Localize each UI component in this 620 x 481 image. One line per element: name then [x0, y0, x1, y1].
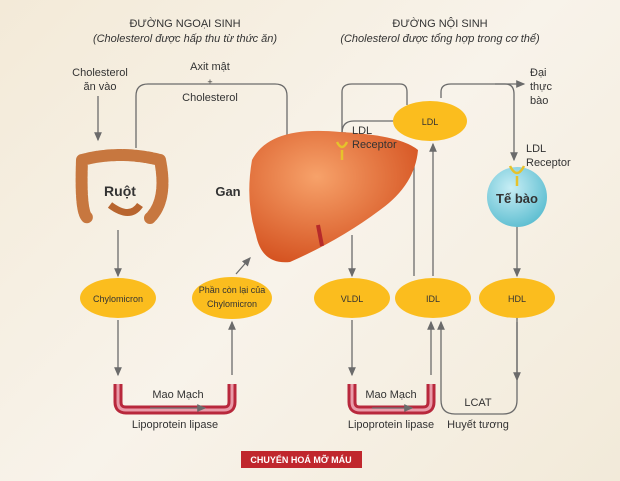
capillary-left-label: Mao Mạch — [152, 389, 203, 401]
capillary-left — [113, 384, 237, 415]
intestine-illustration — [75, 149, 169, 224]
exogenous-subtitle: (Cholesterol được hấp thu từ thức ăn) — [93, 33, 277, 45]
node-hdl: HDL — [479, 278, 555, 318]
plasma-label: Huyết tương — [447, 419, 509, 431]
svg-text:IDL: IDL — [426, 294, 440, 304]
capillary-right-label: Mao Mạch — [365, 389, 416, 401]
bile-cholesterol-label: Cholesterol — [182, 92, 238, 104]
endogenous-subtitle: (Cholesterol được tổng hợp trong cơ thể) — [340, 33, 540, 45]
node-chylomicron: Chylomicron — [80, 278, 156, 318]
dietary-cholesterol-label: Cholesterol — [72, 67, 128, 79]
svg-text:LDL: LDL — [422, 117, 439, 127]
plus-sign: + — [207, 77, 212, 87]
cell-illustration — [487, 167, 547, 227]
node-idl: IDL — [395, 278, 471, 318]
liver-illustration — [249, 130, 418, 263]
cell-receptor-icon — [508, 165, 526, 186]
ldl-receptor-label-2: Receptor — [352, 139, 397, 151]
intestine-label: Ruột — [104, 183, 136, 199]
cell-label: Tế bào — [496, 191, 538, 206]
lipase-right-label: Lipoprotein lipase — [348, 419, 434, 431]
macrophage-label-3: bào — [530, 95, 548, 107]
capillary-right — [347, 384, 436, 415]
lipase-left-label: Lipoprotein lipase — [132, 419, 218, 431]
svg-text:VLDL: VLDL — [341, 294, 364, 304]
cell-receptor-label-2: Receptor — [526, 157, 571, 169]
liver-label: Gan — [215, 184, 240, 199]
svg-text:HDL: HDL — [508, 294, 526, 304]
macrophage-label-2: thực — [530, 81, 553, 93]
footer-title: CHUYỂN HOÁ MỠ MÁU — [250, 454, 351, 465]
macrophage-label: Đại — [530, 67, 547, 79]
svg-text:Chylomicron: Chylomicron — [93, 294, 143, 304]
bile-acid-label: Axit mật — [190, 61, 230, 73]
flow-arrows — [94, 80, 526, 415]
ldl-receptor-label: LDL — [352, 125, 372, 137]
svg-text:Chylomicron: Chylomicron — [207, 299, 257, 309]
footer-banner — [241, 451, 362, 468]
endogenous-title: ĐƯỜNG NỘI SINH — [392, 17, 487, 30]
dietary-cholesterol-label-2: ăn vào — [83, 81, 116, 93]
lcat-label: LCAT — [464, 397, 492, 409]
exogenous-title: ĐƯỜNG NGOẠI SINH — [129, 17, 240, 30]
cell-receptor-label: LDL — [526, 143, 546, 155]
ldl-receptor-icon — [335, 141, 349, 160]
svg-text:Phần còn lại của: Phần còn lại của — [199, 285, 266, 295]
node-vldl: VLDL — [314, 278, 390, 318]
node-ldl: LDL — [393, 101, 467, 141]
